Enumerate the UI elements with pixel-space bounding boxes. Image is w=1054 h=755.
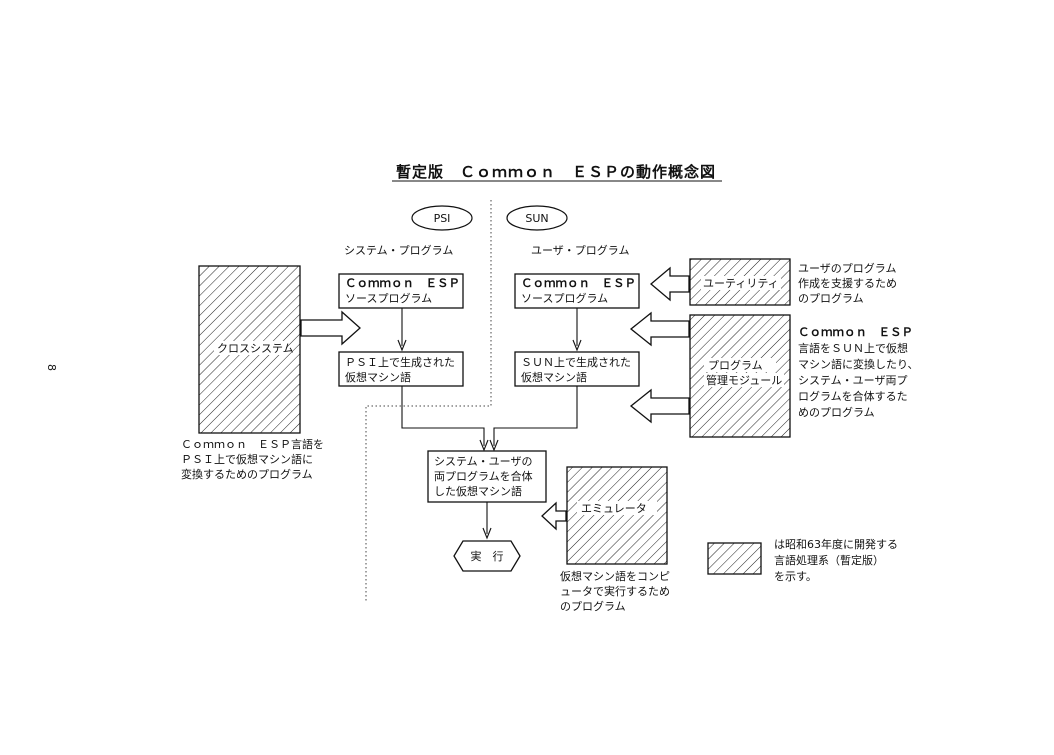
pm-module-caption-2: 言語をＳＵＮ上で仮想 — [798, 341, 908, 355]
combined-box — [427, 450, 547, 503]
psi-generated-line-1: ＰＳＩ上で生成された — [345, 355, 455, 369]
sun-generated-line-1: ＳＵＮ上で生成された — [521, 355, 631, 369]
pm-module-arrow-upper — [629, 311, 690, 347]
execute-label: 実 行 — [471, 549, 504, 563]
cross-system-label: クロスシステム — [217, 342, 294, 355]
pm-module-caption-6: めのプログラム — [798, 405, 875, 419]
sun-source-line-1: Ｃｏｍｍｏｎ ＥＳＰ — [521, 276, 636, 290]
emulator-arrow — [541, 501, 567, 531]
psi-source-line-2: ソースプログラム — [345, 291, 432, 305]
system-program-header: システム・プログラム — [344, 243, 453, 257]
sun-flow-arrowhead — [572, 339, 582, 352]
cross-system-caption-3: 変換するためのプログラム — [181, 467, 313, 481]
emulator-caption-3: のプログラム — [560, 599, 626, 613]
sun-to-combined-arrowhead — [489, 439, 499, 452]
cross-system-arrow — [300, 310, 361, 346]
utility-caption-2: 作成を支援するため — [798, 276, 897, 290]
psi-source-line-1: Ｃｏｍｍｏｎ ＥＳＰ — [345, 276, 460, 290]
utility-label-bg — [701, 276, 781, 290]
psi-flow-arrowhead — [397, 339, 407, 352]
combined-line-2: 両プログラムを合体 — [434, 469, 533, 483]
combined-line-1: システム・ユーザの — [434, 455, 532, 468]
user-program-header: ユーザ・プログラム — [531, 243, 629, 257]
psi-oval — [411, 205, 473, 231]
page-number: 8 — [45, 364, 58, 371]
pm-module-label-bg-2 — [704, 373, 784, 387]
sun-to-combined-line — [493, 386, 578, 446]
psi-generated-line-2: 仮想マシン語 — [345, 370, 411, 384]
execute-hexagon — [453, 540, 521, 572]
combined-line-3: した仮想マシン語 — [434, 484, 522, 498]
cross-system-caption-1: Ｃｏｍｍｏｎ ＥＳＰ言語を — [181, 437, 324, 451]
sun-source-line-2: ソースプログラム — [521, 291, 608, 305]
pm-module-caption-3: マシン語に変換したり、 — [798, 357, 919, 371]
sun-source-box — [514, 273, 640, 309]
legend-swatch — [707, 542, 762, 575]
pm-module-label-2: 管理モジュール — [706, 373, 782, 387]
legend-line-1: は昭和63年度に開発する — [774, 537, 898, 551]
legend-line-3: を示す。 — [774, 570, 817, 583]
utility-label: ユーティリティ — [703, 277, 779, 290]
psi-label: PSI — [434, 212, 451, 225]
cross-system-label-bg — [214, 341, 286, 355]
page-title: 暫定版 Ｃｏｍｍｏｎ ＥＳＰの動作概念図 — [396, 163, 716, 181]
sun-generated-line-2: 仮想マシン語 — [521, 370, 587, 384]
emulator-label-bg — [577, 501, 657, 515]
emulator-label: エミュレータ — [581, 502, 647, 515]
psi-source-box — [338, 273, 464, 309]
psi-to-combined-arrowhead — [479, 439, 489, 452]
pm-module-label-1: プログラム — [708, 358, 763, 372]
utility-caption-3: のプログラム — [798, 291, 864, 305]
pm-module-caption-1: Ｃｏｍｍｏｎ ＥＳＰ — [798, 325, 913, 339]
cross-system-caption-2: ＰＳＩ上で仮想マシン語に — [181, 452, 313, 466]
pm-module-caption-4: システム・ユーザ両プ — [798, 374, 907, 387]
utility-caption-1: ユーザのプログラム — [798, 261, 896, 275]
utility-arrow — [649, 266, 690, 302]
divider-psi-sun — [365, 200, 492, 602]
pm-module-label-bg-1 — [704, 358, 776, 372]
sun-oval — [506, 205, 568, 231]
pm-module-caption-5: ログラムを合体するた — [798, 389, 908, 403]
emulator-caption-2: ュータで実行するため — [560, 584, 670, 598]
emulator-caption-1: 仮想マシン語をコンピ — [560, 569, 670, 583]
sun-label: SUN — [525, 212, 548, 225]
sun-generated-box — [514, 351, 640, 387]
psi-to-combined-line — [401, 386, 485, 446]
psi-generated-box — [338, 351, 464, 387]
legend-line-2: 言語処理系（暫定版） — [774, 553, 884, 567]
pm-module-arrow-lower — [629, 388, 690, 424]
combined-to-execute-arrowhead — [482, 527, 492, 540]
emulator-box — [566, 466, 668, 565]
